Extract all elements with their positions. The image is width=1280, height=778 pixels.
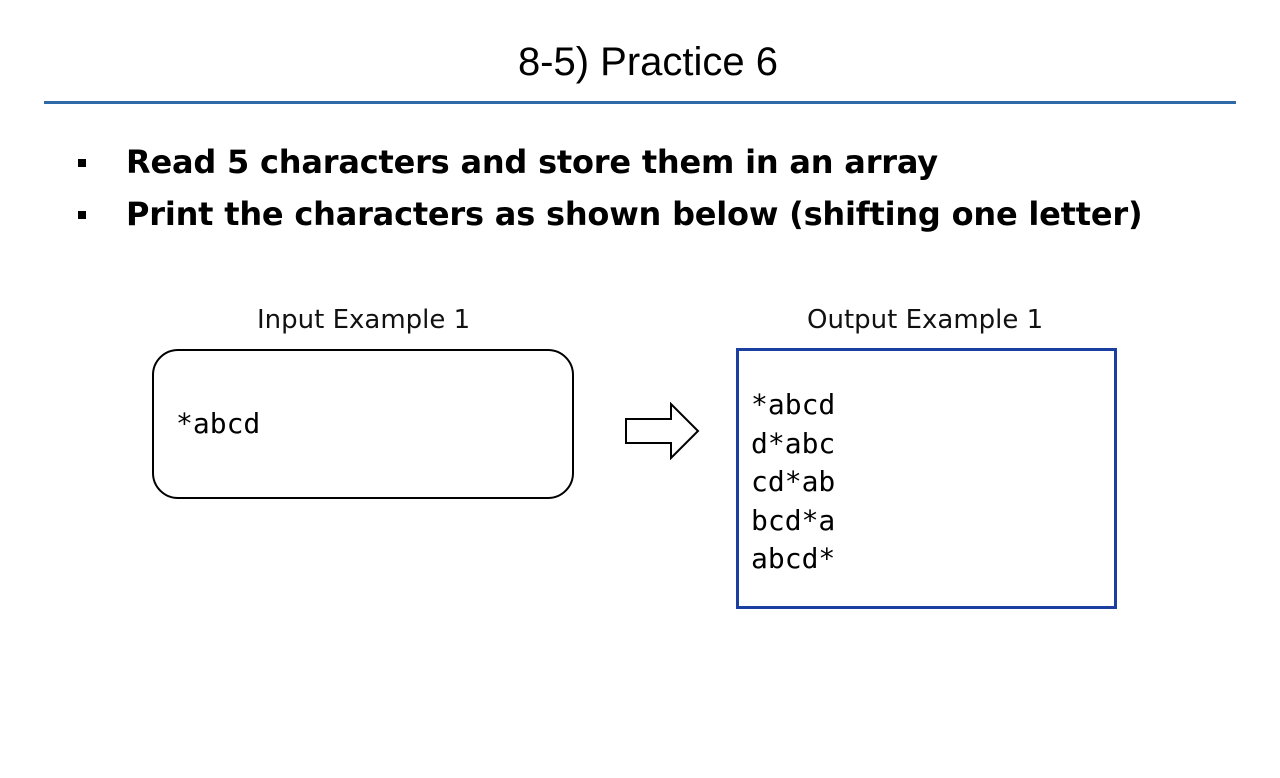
bullet-text: Read 5 characters and store them in an a… [126, 143, 938, 181]
bullet-item: Print the characters as shown below (shi… [74, 188, 1143, 240]
output-lines: *abcd d*abc cd*ab bcd*a abcd* [751, 386, 835, 579]
bullet-list: Read 5 characters and store them in an a… [74, 136, 1143, 240]
bullet-item: Read 5 characters and store them in an a… [74, 136, 1142, 188]
right-arrow-icon [625, 402, 700, 460]
output-line: abcd* [751, 542, 836, 575]
output-example-box: *abcd d*abc cd*ab bcd*a abcd* [736, 348, 1117, 609]
input-example-label: Input Example 1 [257, 305, 471, 335]
title-divider [44, 101, 1236, 104]
output-line: d*abc [751, 426, 836, 460]
output-line: *abcd [751, 388, 836, 421]
input-example-box: *abcd [152, 349, 574, 499]
output-line: cd*ab [751, 465, 836, 498]
bullet-marker [78, 211, 86, 219]
output-line: bcd*a [751, 503, 836, 537]
bullet-marker [78, 159, 86, 167]
output-example-label: Output Example 1 [807, 305, 1044, 335]
input-example-text: *abcd [176, 407, 261, 440]
slide-title: 8-5) Practice 6 [517, 40, 779, 84]
bullet-text: Print the characters as shown below (shi… [126, 195, 1143, 233]
